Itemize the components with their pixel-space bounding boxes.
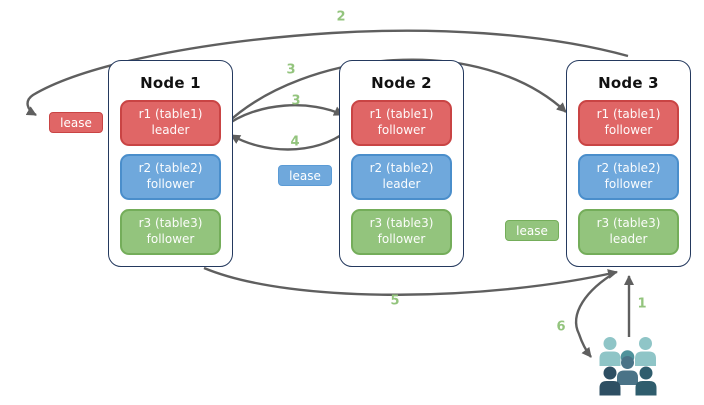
replica-label: r1 (table1) bbox=[369, 107, 434, 122]
node1-replica-r2: r2 (table2) follower bbox=[120, 154, 221, 200]
step-label-4: 4 bbox=[290, 134, 300, 150]
node-2: Node 2 r1 (table1) follower r2 (table2) … bbox=[339, 60, 464, 267]
replica-label: r3 (table3) bbox=[369, 216, 434, 231]
node-title: Node 3 bbox=[598, 74, 659, 92]
node2-replica-r3: r3 (table3) follower bbox=[351, 209, 452, 255]
arrow-step-5 bbox=[203, 266, 618, 296]
replica-role: follower bbox=[377, 232, 426, 246]
replica-label: r3 (table3) bbox=[596, 216, 661, 231]
replica-role: leader bbox=[382, 177, 421, 191]
arrow-step-4 bbox=[230, 130, 348, 151]
step-label-3a: 3 bbox=[286, 62, 296, 78]
replica-role: follower bbox=[146, 232, 195, 246]
node1-replica-r1: r1 (table1) leader bbox=[120, 100, 221, 146]
node3-replica-r3: r3 (table3) leader bbox=[578, 209, 679, 255]
node3-replica-r1: r1 (table1) follower bbox=[578, 100, 679, 146]
replica-role: follower bbox=[604, 123, 653, 137]
step-label-1: 1 bbox=[637, 296, 647, 312]
node-3: Node 3 r1 (table1) follower r2 (table2) … bbox=[566, 60, 691, 267]
users-icon bbox=[599, 337, 657, 396]
replica-label: r1 (table1) bbox=[596, 107, 661, 122]
arrow-step-3-to-node2 bbox=[223, 104, 344, 128]
replica-label: r2 (table2) bbox=[138, 161, 203, 176]
node1-replica-r3: r3 (table3) follower bbox=[120, 209, 221, 255]
node-title: Node 2 bbox=[371, 74, 432, 92]
lease-badge-table3: lease bbox=[505, 220, 559, 241]
replica-label: r1 (table1) bbox=[138, 107, 203, 122]
node-1: Node 1 r1 (table1) leader r2 (table2) fo… bbox=[108, 60, 233, 267]
lease-badge-table2: lease bbox=[278, 165, 332, 186]
replica-role: follower bbox=[146, 177, 195, 191]
replica-role: follower bbox=[377, 123, 426, 137]
replica-label: r3 (table3) bbox=[138, 216, 203, 231]
node3-replica-r2: r2 (table2) follower bbox=[578, 154, 679, 200]
step-label-5: 5 bbox=[390, 293, 400, 309]
step-label-2: 2 bbox=[336, 9, 346, 25]
node-title: Node 1 bbox=[140, 74, 201, 92]
replica-role: leader bbox=[609, 232, 648, 246]
node2-replica-r2: r2 (table2) leader bbox=[351, 154, 452, 200]
node2-replica-r1: r1 (table1) follower bbox=[351, 100, 452, 146]
step-label-3b: 3 bbox=[291, 93, 301, 109]
replica-label: r2 (table2) bbox=[596, 161, 661, 176]
replica-role: leader bbox=[151, 123, 190, 137]
lease-badge-table1: lease bbox=[49, 112, 103, 133]
replica-role: follower bbox=[604, 177, 653, 191]
replica-label: r2 (table2) bbox=[369, 161, 434, 176]
step-label-6: 6 bbox=[556, 319, 566, 335]
